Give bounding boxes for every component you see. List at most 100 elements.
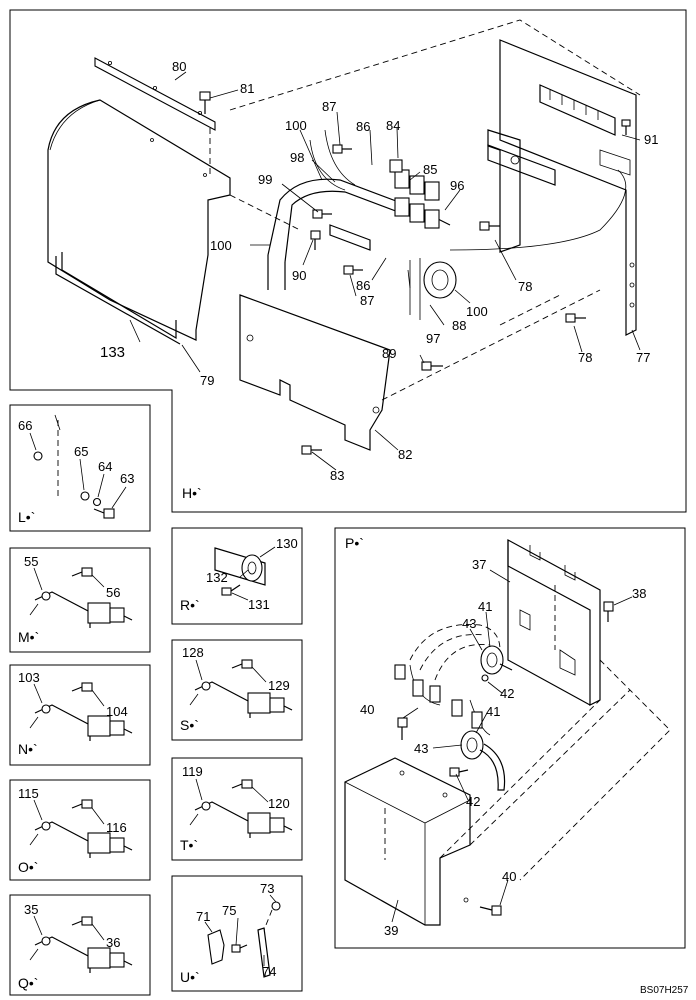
strap-74 — [257, 927, 271, 978]
view-t: 119 120 T•` — [171, 757, 303, 861]
view-n-label: N•` — [18, 741, 38, 757]
label-128: 128 — [182, 645, 204, 660]
bolt-56 — [71, 567, 93, 577]
label-130: 130 — [276, 536, 298, 551]
bolt-40-lower — [479, 905, 502, 916]
view-q-label: Q•` — [18, 975, 38, 991]
label-88: 88 — [452, 318, 466, 333]
bolt-75 — [231, 944, 248, 953]
connector-t — [247, 812, 271, 834]
view-r-label: R•` — [180, 597, 200, 613]
view-h-frame — [9, 9, 687, 513]
label-80: 80 — [172, 59, 186, 74]
label-71: 71 — [196, 909, 210, 924]
nut-73 — [271, 901, 281, 911]
bolt-38 — [603, 601, 614, 622]
drawing-code: BS07H257 — [640, 985, 689, 996]
bolt-78-upper — [479, 221, 500, 231]
cover-39 — [344, 757, 471, 926]
label-91: 91 — [644, 132, 658, 147]
view-r-frame — [171, 527, 303, 625]
clamp-130 — [241, 554, 263, 582]
view-n-frame — [9, 664, 151, 766]
label-84: 84 — [386, 118, 400, 133]
plate-82 — [239, 294, 391, 451]
cover-79 — [47, 99, 231, 341]
part-88 — [423, 261, 457, 299]
label-87-upper: 87 — [322, 99, 336, 114]
label-96: 96 — [450, 178, 464, 193]
bolt-99 — [312, 209, 332, 219]
label-42-lower: 42 — [466, 794, 480, 809]
view-s-label: S•` — [180, 717, 199, 733]
bolt-36 — [71, 916, 93, 926]
sensor-41-lower — [460, 730, 506, 791]
bolt-63 — [93, 508, 115, 519]
label-86-lower: 86 — [356, 278, 370, 293]
plate-37 — [507, 538, 601, 706]
relay-block-85 — [389, 159, 440, 229]
label-41-upper: 41 — [478, 599, 492, 614]
screw-91 — [621, 119, 631, 135]
washer-66 — [33, 451, 43, 461]
bolt-40-upper — [397, 717, 408, 740]
label-99: 99 — [258, 172, 272, 187]
bolt-42 — [449, 767, 469, 777]
label-129: 129 — [268, 678, 290, 693]
label-36: 36 — [106, 935, 120, 950]
label-120: 120 — [268, 796, 290, 811]
label-132: 132 — [206, 570, 228, 585]
label-100-lower: 100 — [466, 304, 488, 319]
view-t-label: T•` — [180, 837, 198, 853]
label-83: 83 — [330, 468, 344, 483]
label-81: 81 — [240, 81, 254, 96]
view-u: 73 71 75 74 U•` — [171, 875, 303, 992]
view-o-label: O•` — [18, 859, 38, 875]
label-133: 133 — [100, 344, 125, 361]
label-40-upper: 40 — [360, 702, 374, 717]
view-q-frame — [9, 894, 151, 996]
label-82: 82 — [398, 447, 412, 462]
label-116: 116 — [106, 820, 127, 835]
label-77: 77 — [636, 350, 650, 365]
label-73: 73 — [260, 881, 274, 896]
bolt-81 — [199, 91, 211, 114]
label-65: 65 — [74, 444, 88, 459]
label-89: 89 — [382, 346, 396, 361]
view-u-label: U•` — [180, 969, 200, 985]
label-131: 131 — [248, 597, 270, 612]
view-h-label: H•` — [182, 485, 202, 501]
label-66: 66 — [18, 418, 32, 433]
label-56: 56 — [106, 585, 120, 600]
screw-131 — [221, 584, 241, 596]
connector-m — [87, 602, 111, 624]
connector-s — [247, 692, 271, 714]
bar-80 — [94, 57, 216, 131]
label-64: 64 — [98, 459, 112, 474]
bolt-129 — [231, 659, 253, 669]
label-40-lower: 40 — [502, 869, 516, 884]
view-r: 130 132 131 R•` — [171, 527, 303, 625]
label-115: 115 — [18, 786, 39, 801]
bolt-87-lower — [343, 265, 363, 275]
bolt-120 — [231, 779, 253, 789]
view-p-frame — [334, 527, 686, 949]
label-74: 74 — [262, 964, 276, 979]
label-78-lower: 78 — [578, 350, 592, 365]
view-l-label: L•` — [18, 509, 35, 525]
view-q: 35 36 Q•` — [9, 894, 151, 996]
handle-133 — [61, 252, 177, 340]
view-m-label: M•` — [18, 629, 39, 645]
connector-q — [87, 947, 111, 969]
label-41-lower: 41 — [486, 704, 500, 719]
view-n: 103 104 N•` — [9, 664, 151, 766]
label-78-upper: 78 — [518, 279, 532, 294]
harness-100 — [267, 178, 451, 256]
view-o-frame — [9, 779, 151, 881]
elbow-71 — [207, 929, 225, 965]
view-p-label: P•` — [345, 535, 364, 551]
bolt-78-lower — [565, 313, 586, 323]
label-79: 79 — [200, 373, 214, 388]
bolt-83 — [301, 445, 322, 455]
